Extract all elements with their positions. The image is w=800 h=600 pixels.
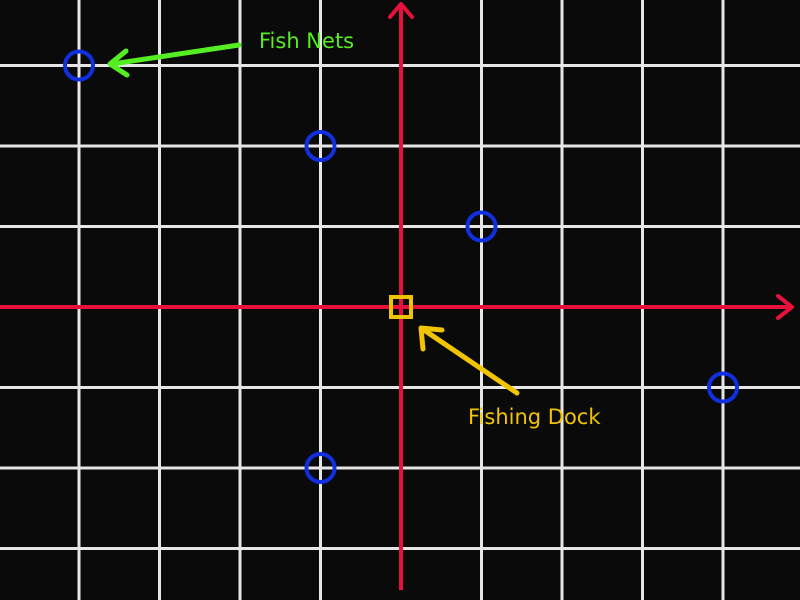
fishing-dock-marker-group xyxy=(389,295,413,319)
fish-net-marker xyxy=(465,210,498,243)
fish-net-marker xyxy=(63,49,95,82)
fish-net-marker xyxy=(304,452,337,484)
fish-net-marker xyxy=(304,130,337,162)
fishing-dock-pointer-arrow xyxy=(421,327,520,396)
fishing-dock-label: Fishing Dock xyxy=(468,405,601,429)
fishing-dock-marker xyxy=(389,295,413,319)
arrowhead-icon xyxy=(418,325,445,352)
fish-nets-label: Fish Nets xyxy=(259,29,354,53)
y-axis-arrow-icon xyxy=(388,2,414,19)
x-axis-arrow-icon xyxy=(776,294,794,320)
fish-nets-pointer-arrow xyxy=(109,42,242,67)
fish-net-marker xyxy=(707,371,739,404)
arrowhead-icon xyxy=(107,48,130,78)
fish-net-markers xyxy=(63,49,739,484)
